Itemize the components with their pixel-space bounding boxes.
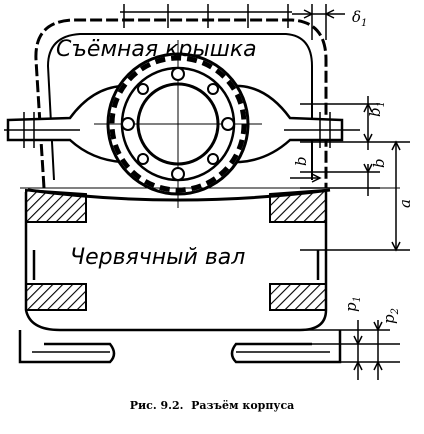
a-label: a xyxy=(396,199,414,208)
caption-number: Рис. 9.2. xyxy=(129,399,184,412)
cover-outline xyxy=(34,18,328,189)
shaft-label: Червячный вал xyxy=(70,245,245,270)
bearing-bolt-holes xyxy=(121,67,235,181)
top-dimension-line xyxy=(120,4,292,28)
right-dimension-lines xyxy=(290,96,410,380)
p2-label: p2 xyxy=(380,308,401,324)
figure-caption: Рис. 9.2. Разъём корпуса xyxy=(0,399,424,412)
hatched-sections xyxy=(25,188,327,311)
bearing-assembly xyxy=(94,40,262,208)
cover-label: Съёмная крышка xyxy=(56,37,257,62)
delta1-label: δ1 xyxy=(352,8,367,29)
p1-label: p1 xyxy=(342,296,363,312)
delta1-dimension xyxy=(292,4,345,40)
housing-base xyxy=(18,330,342,364)
b-outer-label: b xyxy=(370,158,388,168)
gearbox-housing-drawing: Съёмная крышка Червячный вал δ1 b1 b b a… xyxy=(4,4,414,380)
shaft-housing xyxy=(24,192,328,332)
b-inner-label: b xyxy=(292,156,310,166)
b1-label: b1 xyxy=(366,101,387,117)
caption-title: Разъём корпуса xyxy=(191,399,295,412)
